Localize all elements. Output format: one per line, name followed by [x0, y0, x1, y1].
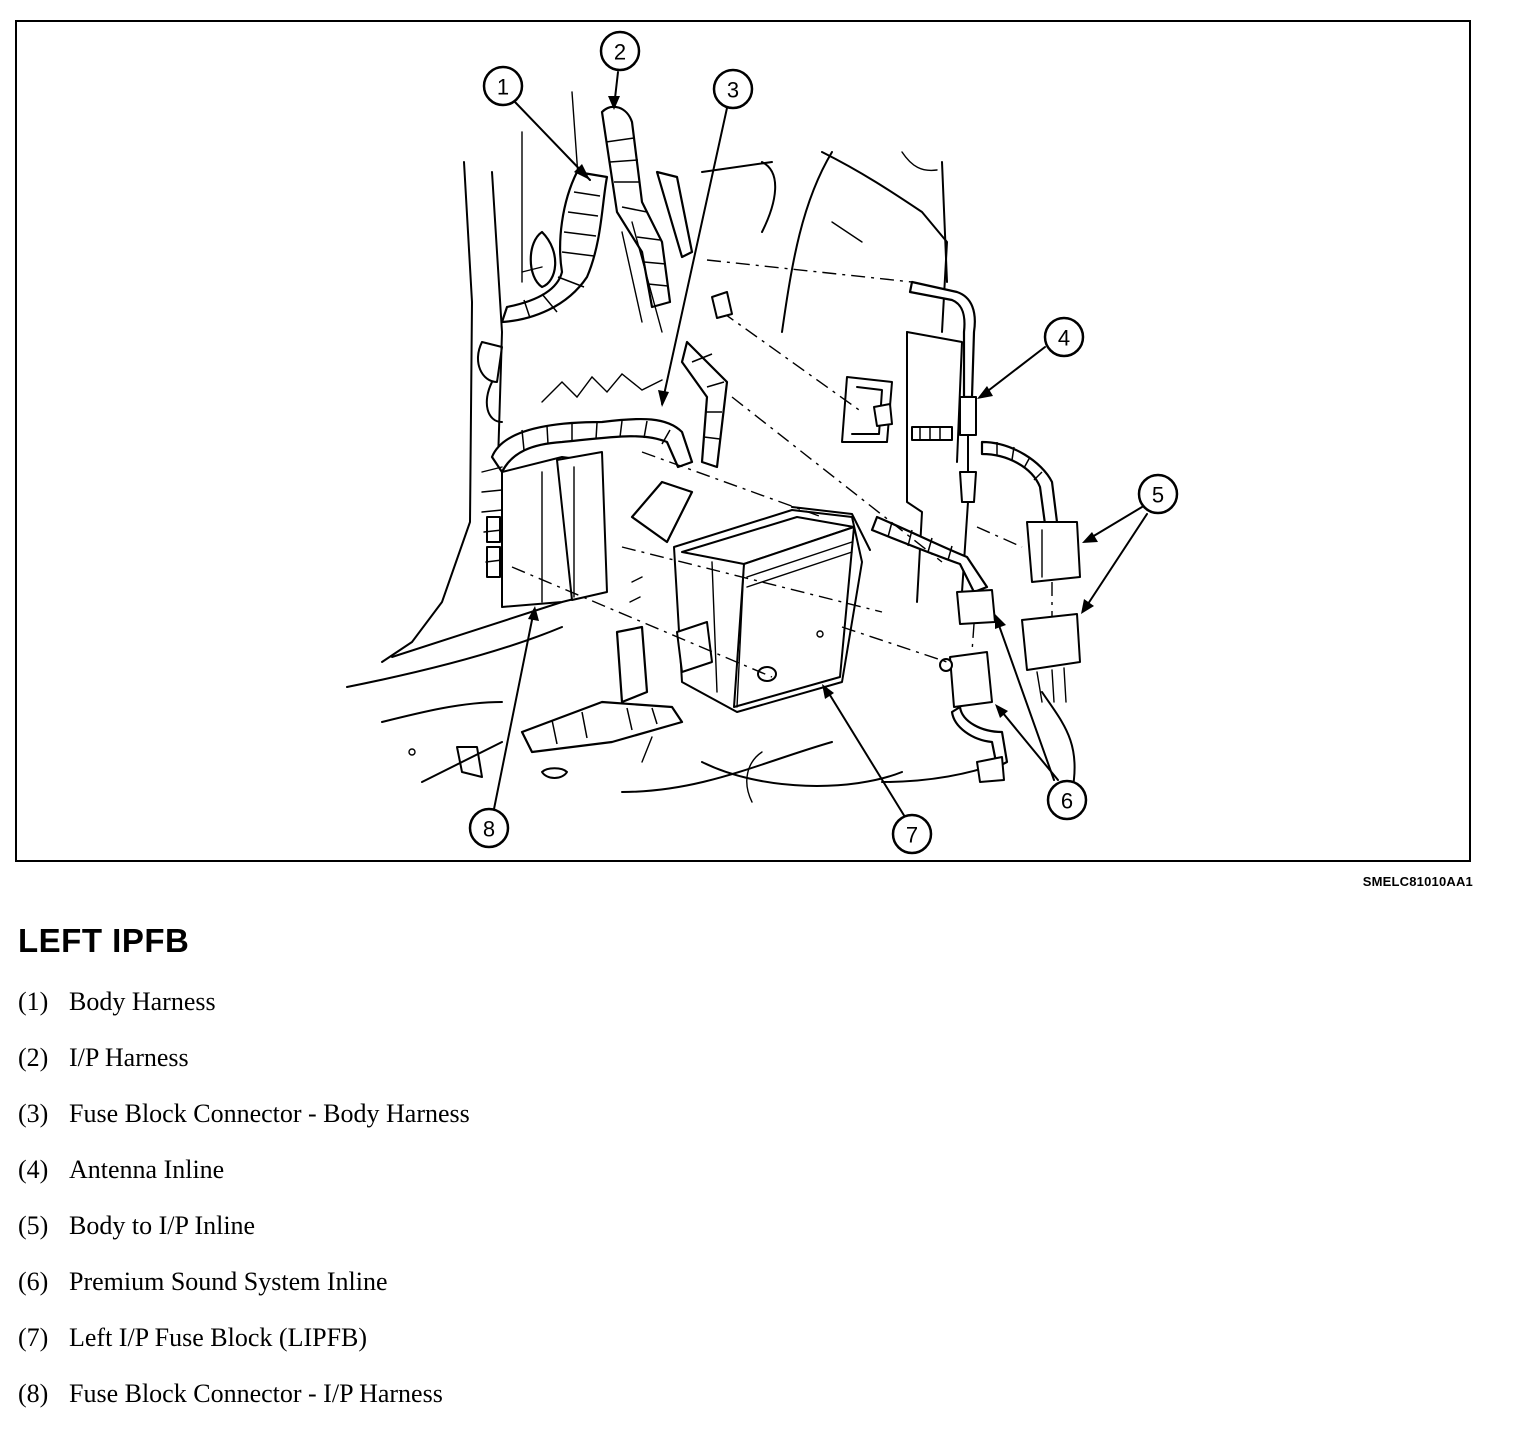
body-harness-bundle: [500, 170, 609, 324]
svg-text:4: 4: [1058, 326, 1070, 351]
svg-text:7: 7: [906, 823, 918, 848]
ip-harness-bundle: [600, 105, 694, 333]
premium-sound-inline: [870, 515, 1009, 783]
legend-item: (6) Premium Sound System Inline: [18, 1266, 470, 1322]
legend-item: (8) Fuse Block Connector - I/P Harness: [18, 1378, 470, 1434]
assembly-lines: [511, 259, 1023, 678]
legend-number: (8): [18, 1379, 49, 1408]
legend-item: (1) Body Harness: [18, 986, 470, 1042]
legend-number: (6): [18, 1267, 49, 1296]
legend-label: Left I/P Fuse Block (LIPFB): [69, 1323, 368, 1352]
ip-harness-connector: [481, 451, 608, 608]
antenna-lead: [908, 280, 977, 593]
callout-3: 3: [712, 68, 754, 110]
svg-text:2: 2: [614, 40, 626, 65]
callout-4: 4: [1043, 316, 1085, 358]
legend-number: (1): [18, 987, 49, 1016]
section-title: LEFT IPFB: [18, 922, 190, 959]
svg-text:6: 6: [1061, 789, 1073, 814]
legend-item: (2) I/P Harness: [18, 1042, 470, 1098]
leader-lines: [493, 71, 1148, 818]
legend-number: (3): [18, 1099, 49, 1128]
callout-5: 5: [1137, 473, 1179, 515]
legend-label: Body to I/P Inline: [69, 1211, 256, 1240]
legend-item: (5) Body to I/P Inline: [18, 1210, 470, 1266]
svg-text:1: 1: [497, 75, 509, 100]
body-to-ip-inline: [980, 440, 1081, 703]
fuse-block-connector-body-harness: [490, 340, 729, 474]
legend-number: (7): [18, 1323, 49, 1352]
legend-item: (7) Left I/P Fuse Block (LIPFB): [18, 1322, 470, 1378]
callout-6: 6: [1046, 779, 1088, 821]
legend-label: Fuse Block Connector - I/P Harness: [69, 1379, 443, 1408]
callout-7: 7: [891, 813, 933, 855]
legend-number: (2): [18, 1043, 49, 1072]
legend-label: Premium Sound System Inline: [69, 1267, 388, 1296]
svg-text:3: 3: [727, 78, 739, 103]
callout-2: 2: [599, 30, 641, 72]
legend-label: Body Harness: [69, 987, 216, 1016]
callout-1: 1: [482, 65, 524, 107]
wiring-illustration: 1 2 3 4 5 6 7 8: [346, 30, 1179, 855]
legend-item: (4) Antenna Inline: [18, 1154, 470, 1210]
legend-list: (1) Body Harness (2) I/P Harness (3) Fuse B…: [18, 986, 470, 1434]
svg-text:8: 8: [483, 817, 495, 842]
legend-label: I/P Harness: [69, 1043, 189, 1072]
left-ip-fuse-block: [520, 480, 871, 754]
legend-item: (3) Fuse Block Connector - Body Harness: [18, 1098, 470, 1154]
legend-label: Antenna Inline: [69, 1155, 225, 1184]
legend-label: Fuse Block Connector - Body Harness: [69, 1099, 470, 1128]
svg-text:5: 5: [1152, 483, 1164, 508]
legend-number: (5): [18, 1211, 49, 1240]
figure-code: SMELC81010AA1: [1362, 874, 1473, 889]
legend-number: (4): [18, 1155, 49, 1184]
callout-8: 8: [468, 807, 510, 849]
diagram-frame: 1 2 3 4 5 6 7 8: [15, 20, 1471, 862]
